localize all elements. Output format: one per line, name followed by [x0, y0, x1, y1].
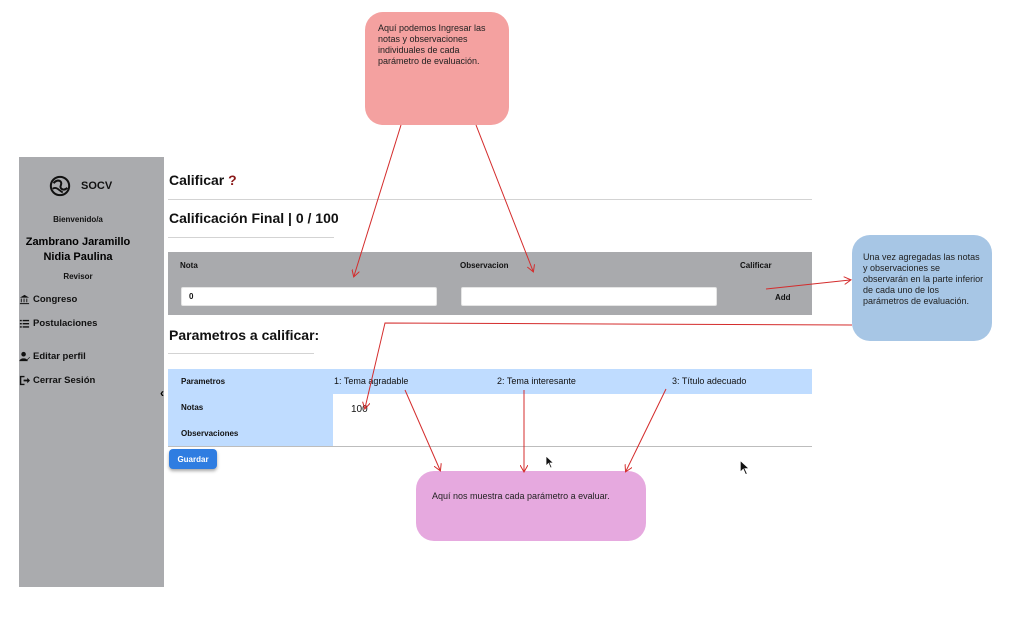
arrow-to-observacion — [475, 124, 533, 271]
page-title: Calificar ? — [169, 172, 237, 188]
arrow-to-nota — [354, 124, 402, 276]
user-role: Revisor — [63, 272, 93, 281]
calificar-label: Calificar — [740, 261, 772, 270]
sidebar-item-label: Editar perfil — [33, 351, 86, 362]
callout-inputs: Aquí podemos Ingresar las notas y observ… — [365, 12, 509, 125]
arrow-to-param-1 — [404, 389, 440, 470]
sidebar-item-cerrar-sesion[interactable]: Cerrar Sesión — [19, 375, 95, 386]
grade-form-panel: Nota Observacion Calificar 0 Add — [168, 252, 812, 315]
user-name-line2: Nidia Paulina — [43, 251, 113, 263]
sidebar-item-postulaciones[interactable]: Postulaciones — [19, 318, 97, 329]
add-button[interactable]: Add — [775, 293, 791, 302]
title-divider — [168, 199, 812, 200]
sidebar-item-editar-perfil[interactable]: Editar perfil — [19, 351, 86, 362]
observacion-input[interactable] — [461, 287, 717, 306]
row-label-observaciones: Observaciones — [181, 429, 239, 438]
user-name: Zambrano Jaramillo Nidia Paulina — [19, 235, 137, 265]
welcome-text: Bienvenido/a — [53, 215, 103, 224]
sidebar-item-label: Postulaciones — [33, 318, 98, 329]
mouse-cursor-icon — [739, 459, 751, 476]
logout-icon — [19, 375, 30, 386]
params-title: Parametros a calificar: — [169, 327, 320, 343]
sidebar-item-congreso[interactable]: Congreso — [19, 294, 77, 305]
user-edit-icon — [19, 351, 30, 362]
row-label-notas: Notas — [181, 403, 204, 412]
params-divider — [168, 353, 314, 354]
user-name-line1: Zambrano Jaramillo — [25, 236, 131, 248]
callout-parameters: Aquí nos muestra cada parámetro a evalua… — [416, 471, 646, 541]
sidebar-item-label: Cerrar Sesión — [33, 375, 96, 386]
save-button[interactable]: Guardar — [169, 449, 217, 469]
callout-results: Una vez agregadas las notas y observacio… — [852, 235, 992, 341]
page-title-text: Calificar — [169, 172, 225, 188]
nota-value-1: 100 — [351, 404, 368, 415]
sidebar: SOCV Bienvenido/a Zambrano Jaramillo Nid… — [19, 157, 164, 587]
socv-logo-icon — [49, 175, 71, 197]
params-table-row-labels — [168, 394, 333, 446]
final-grade: Calificación Final | 0 / 100 — [169, 210, 339, 226]
brand-name: SOCV — [81, 180, 113, 192]
brand[interactable]: SOCV — [49, 175, 112, 197]
params-table-divider — [168, 446, 812, 447]
arrow-to-param-3 — [626, 388, 667, 471]
arrow-to-results-callout — [765, 280, 850, 290]
final-grade-divider — [168, 237, 334, 238]
arrow-to-notas-row — [365, 322, 853, 408]
observacion-label: Observacion — [460, 261, 509, 270]
sidebar-item-label: Congreso — [33, 294, 78, 305]
param-column-2: 2: Tema interesante — [497, 376, 576, 386]
row-label-parametros: Parametros — [181, 377, 226, 386]
nota-input[interactable]: 0 — [181, 287, 437, 306]
collapse-sidebar-button[interactable]: ‹ — [160, 386, 164, 400]
params-table-header — [168, 369, 812, 394]
list-icon — [19, 319, 30, 328]
param-column-3: 3: Título adecuado — [672, 376, 747, 386]
help-icon[interactable]: ? — [228, 172, 237, 188]
mouse-cursor-icon — [545, 455, 555, 469]
nota-label: Nota — [180, 261, 198, 270]
bank-icon — [19, 294, 30, 305]
